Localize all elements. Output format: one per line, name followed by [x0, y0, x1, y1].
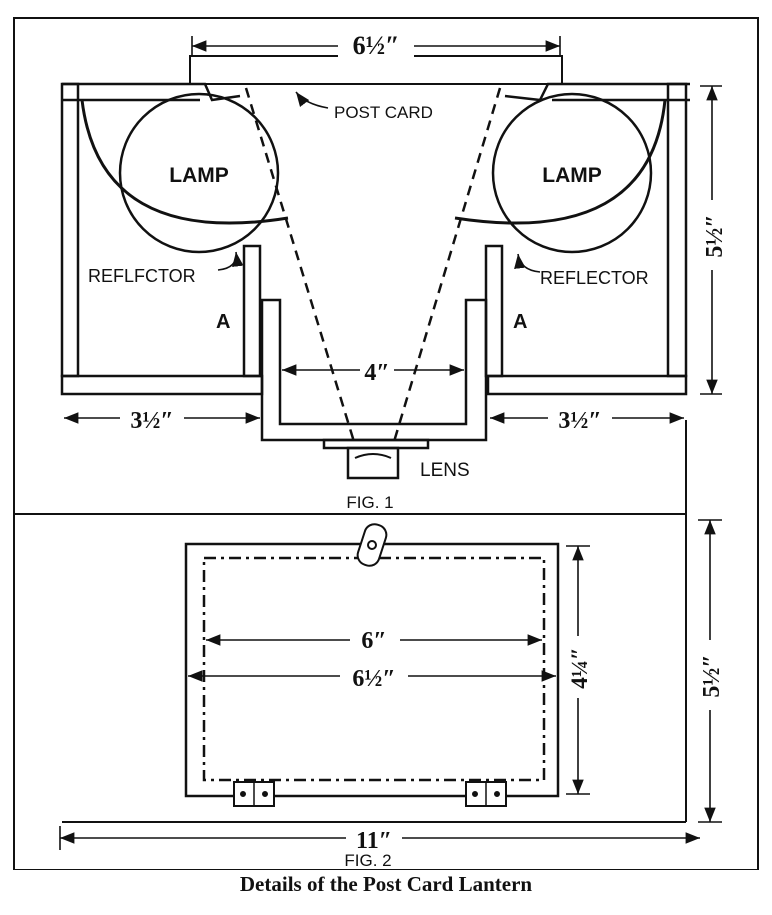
- reflector-right-label: REFLECTOR: [540, 268, 649, 288]
- a-right-label: A: [513, 311, 527, 333]
- dim-card-height: 4¼″: [567, 647, 592, 688]
- dim-left-offset: 3½″: [130, 408, 173, 434]
- fig1-label: FIG. 1: [346, 493, 393, 512]
- dim-right-offset: 3½″: [558, 408, 601, 434]
- dim-right-height-fig1: 5½″: [702, 214, 728, 257]
- lens-label: LENS: [420, 460, 470, 481]
- dim-card-inner-width: 6″: [361, 628, 386, 654]
- caption: Details of the Post Card Lantern: [239, 872, 533, 896]
- latch: [356, 523, 388, 567]
- lamp-left-circle: [118, 92, 280, 254]
- right-shelf: [486, 374, 688, 396]
- card-holder-plate: [189, 55, 563, 85]
- post-card-label: POST CARD: [334, 103, 433, 122]
- dim-right-height-fig2: 5½″: [699, 654, 725, 697]
- lamp-right-circle: [491, 92, 653, 254]
- light-ray-right: [391, 87, 502, 446]
- dim-overall-width: 11″: [356, 828, 392, 854]
- dim-inner-width: 4″: [364, 360, 389, 386]
- fig2-label: FIG. 2: [344, 851, 391, 870]
- lens-body: [346, 446, 400, 480]
- outer-frame: [13, 17, 759, 870]
- lantern-diagram: POST CARD LAMP LAMP REFLFCTOR REFLECTOR …: [13, 17, 759, 870]
- lamp-left-label: LAMP: [169, 164, 229, 187]
- dim-card-outer-width: 6½″: [352, 666, 395, 692]
- partition-left-a: [242, 244, 262, 378]
- dim-top-width: 6½″: [353, 31, 400, 60]
- fig1-group: [14, 55, 690, 822]
- reflector-right: [454, 99, 667, 225]
- reflector-left-label: REFLFCTOR: [88, 266, 196, 286]
- lamp-right-label: LAMP: [542, 164, 602, 187]
- a-left-label: A: [216, 311, 230, 333]
- partition-right-a: [484, 244, 504, 378]
- reflector-left: [80, 99, 289, 225]
- light-ray-left: [244, 87, 357, 446]
- left-wall: [60, 82, 80, 378]
- right-wall: [666, 82, 688, 378]
- fig2-group: [62, 523, 686, 823]
- left-shelf: [60, 374, 264, 396]
